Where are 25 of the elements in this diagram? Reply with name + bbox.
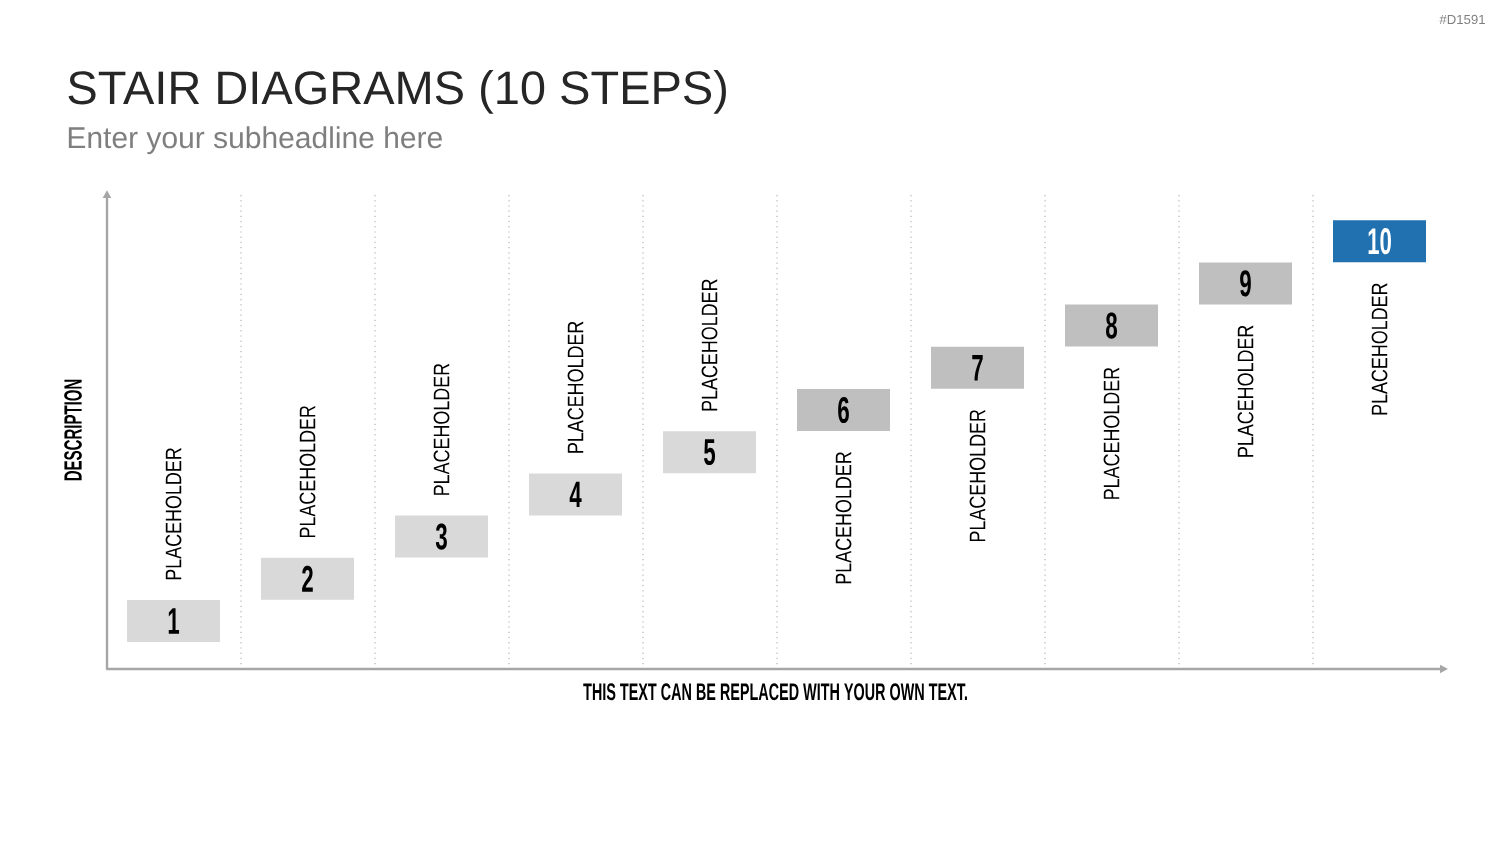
step-box: 2 (261, 557, 354, 600)
step-box: 1 (127, 600, 220, 642)
vertical-label: PLACEHOLDER (835, 452, 852, 584)
vertical-label: PLACEHOLDER (567, 321, 584, 453)
step-box: 8 (1065, 304, 1158, 347)
vertical-label: PLACEHOLDER (165, 448, 182, 580)
id-label: #D1591 (1439, 14, 1485, 25)
step-box: 4 (529, 473, 622, 516)
step-box: 5 (663, 431, 756, 474)
vertical-label: PLACEHOLDER (433, 363, 450, 495)
title: STAIR DIAGRAMS (10 STEPS) (68, 69, 726, 114)
step-box: 3 (395, 515, 488, 558)
vertical-label: PLACEHOLDER (701, 279, 718, 411)
step-box: 7 (931, 346, 1024, 389)
vertical-label: PLACEHOLDER (1371, 283, 1388, 415)
step-box: 6 (797, 389, 890, 431)
axis-label: THIS TEXT CAN BE REPLACED WITH YOUR OWN TEXT. (583, 683, 967, 701)
step-box: 9 (1199, 262, 1292, 305)
axis-label: DESCRIPTION (64, 379, 82, 481)
vertical-label: PLACEHOLDER (969, 409, 986, 542)
subtitle: Enter your subheadline here (68, 126, 442, 155)
step-box: 10 (1333, 220, 1426, 263)
vertical-label: PLACEHOLDER (299, 405, 316, 538)
vertical-label: PLACEHOLDER (1237, 325, 1254, 457)
vertical-label: PLACEHOLDER (1103, 367, 1120, 499)
